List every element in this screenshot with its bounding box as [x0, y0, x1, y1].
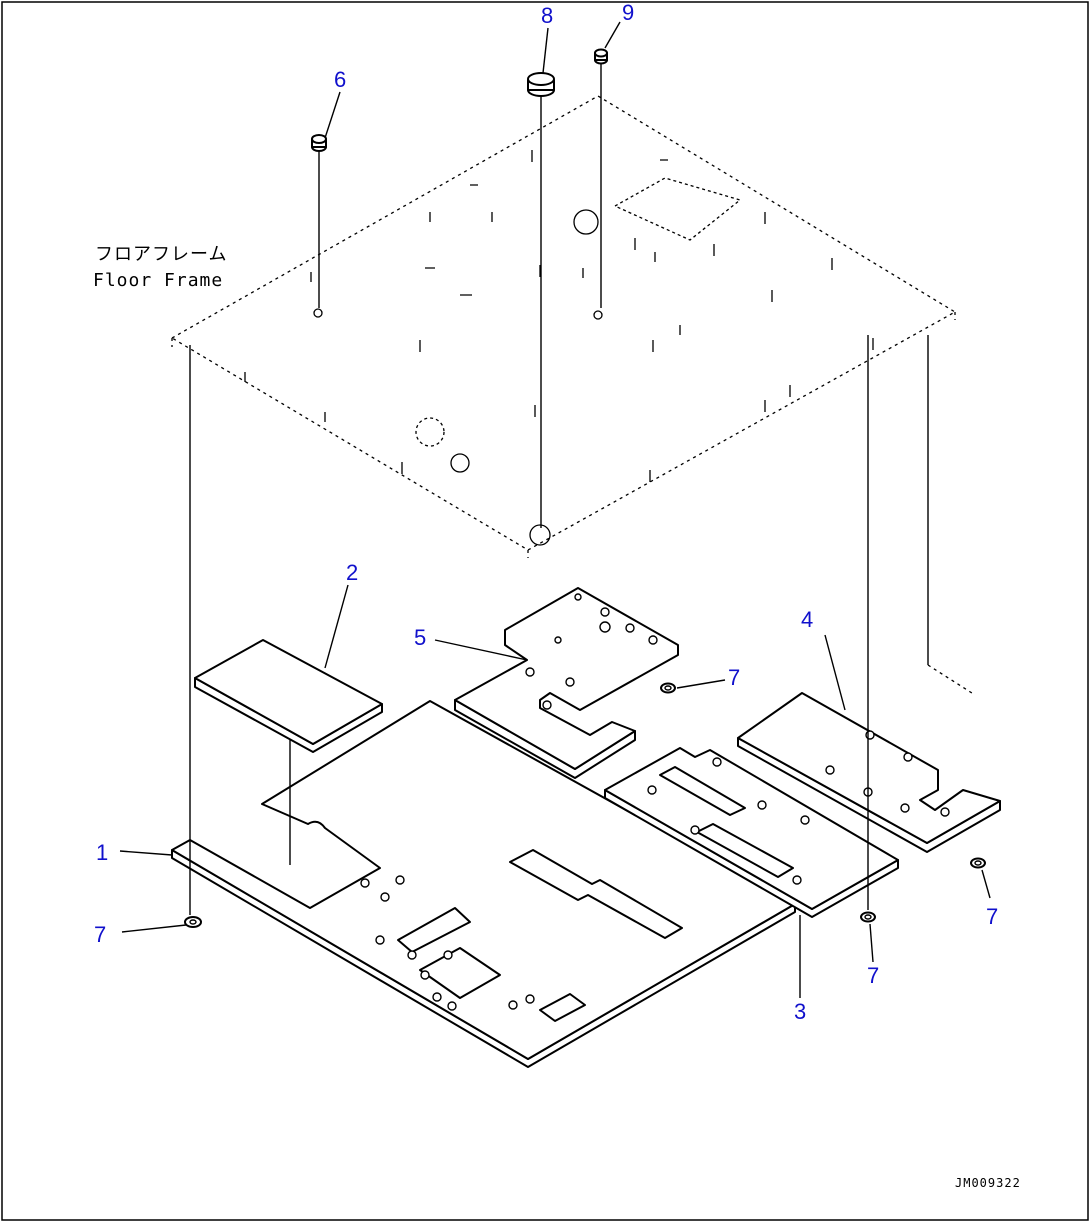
callout-4: 4: [801, 607, 813, 632]
part-6-cap: [311, 134, 327, 308]
leader-lines: [119, 21, 991, 998]
part-2-mat: [194, 639, 383, 865]
callout-9: 9: [622, 0, 634, 25]
part-3-plate: [604, 747, 899, 918]
part-7-washer-d: [970, 857, 986, 869]
floor-frame-label-jp: フロアフレーム: [95, 244, 227, 265]
callout-6: 6: [334, 67, 346, 92]
floor-frame-label-en: Floor Frame: [93, 270, 223, 291]
callout-1: 1: [96, 840, 108, 865]
callout-3: 3: [794, 999, 806, 1024]
callout-5: 5: [414, 625, 426, 650]
callout-7-left: 7: [94, 922, 106, 947]
part-9-cap: [594, 48, 608, 308]
drawing-number: JM009322: [955, 1176, 1021, 1190]
callout-7-mid: 7: [728, 665, 740, 690]
part-7-washer-b: [660, 682, 676, 694]
part-1-floor-plate: [171, 700, 796, 1068]
part-7-washer-c: [860, 911, 876, 923]
part-8-plug: [527, 72, 555, 528]
part-5-plate: [454, 587, 679, 779]
callout-2: 2: [346, 560, 358, 585]
callout-8: 8: [541, 3, 553, 28]
part-4-plate: [737, 692, 1001, 853]
floor-frame-outline: [170, 95, 957, 551]
floor-frame: [170, 95, 976, 696]
callout-7-bottom: 7: [867, 963, 879, 988]
callout-7-right: 7: [986, 904, 998, 929]
part-7-washer-a: [184, 916, 202, 928]
floor-frame-details: [244, 150, 874, 546]
